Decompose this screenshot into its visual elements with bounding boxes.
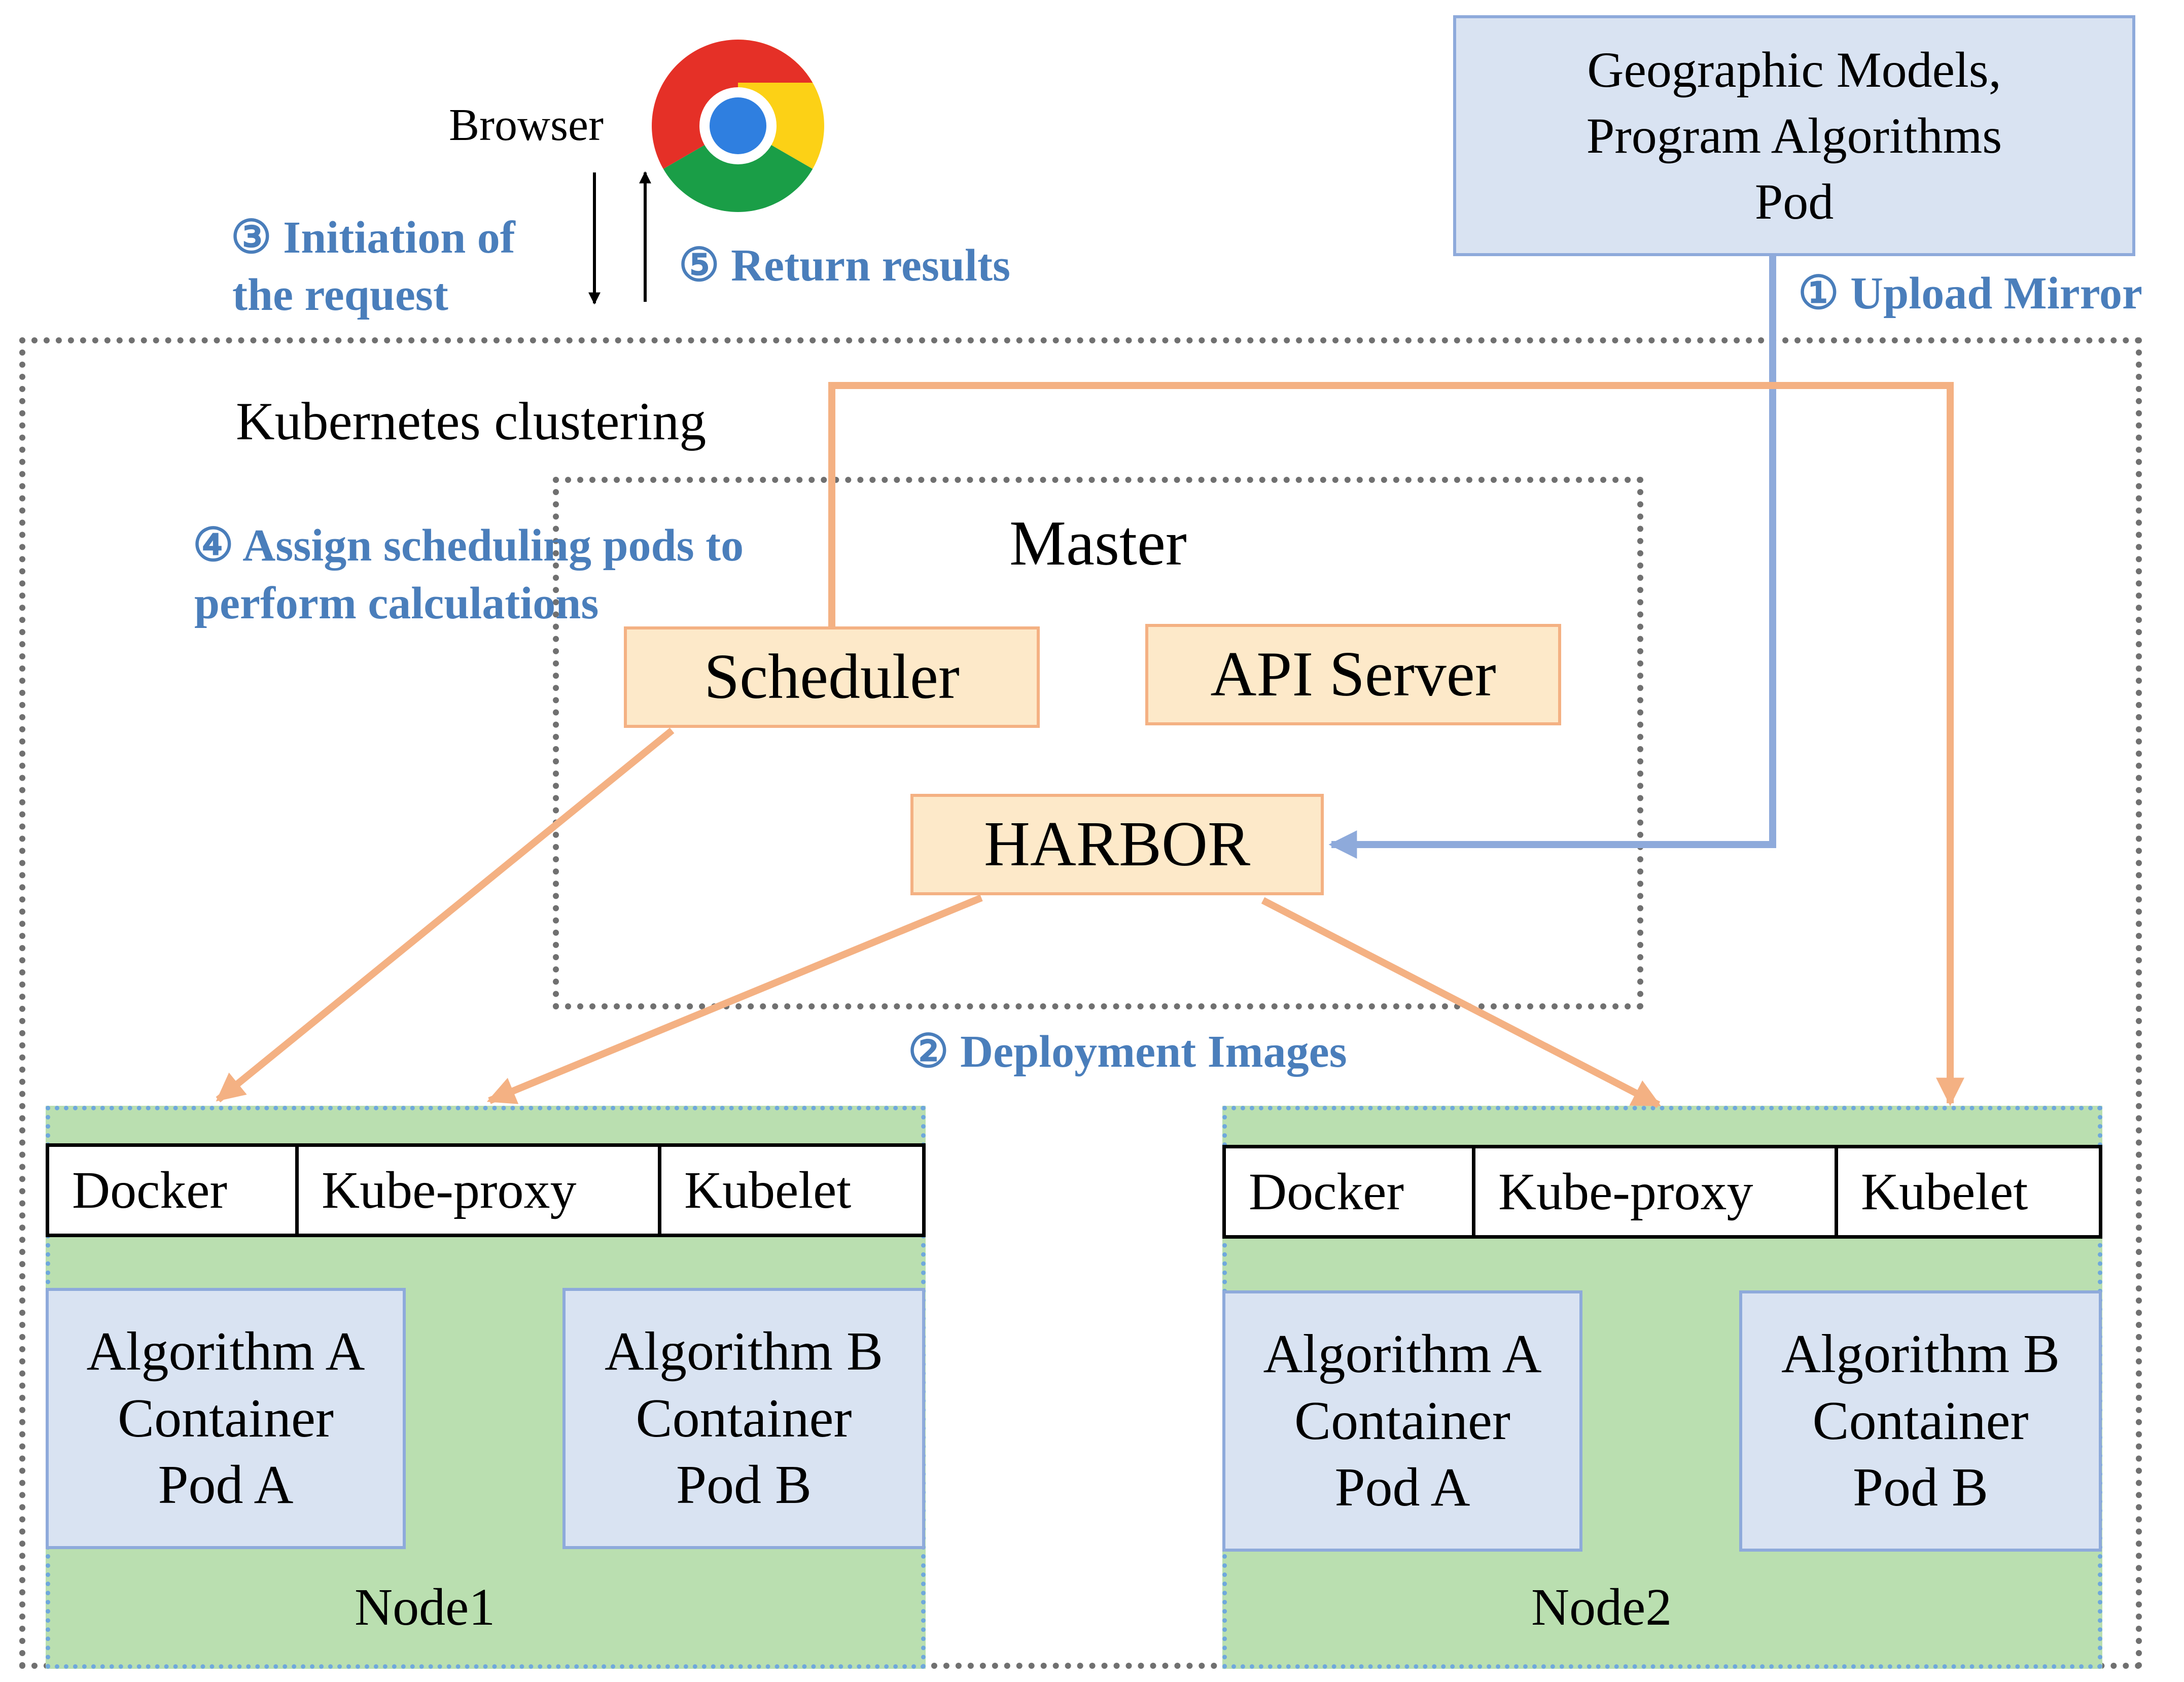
node2-kubelet: Kubelet [1835, 1148, 2099, 1235]
node1-pod-b-line-2: Container [636, 1388, 852, 1449]
step-upload-mirror: ① Upload Mirror [1798, 268, 2142, 319]
node2-pod-a-line-3: Pod A [1334, 1457, 1470, 1518]
scheduler-label: Scheduler [704, 642, 960, 712]
source-line-2: Program Algorithms [1586, 107, 2002, 164]
scheduler-to-node2-arrow [828, 382, 1964, 1106]
node1-pod-a-line-2: Container [118, 1388, 334, 1449]
chrome-browser-icon [652, 40, 824, 212]
node2: Docker Kube-proxy Kubelet Algorithm A Co… [1222, 1106, 2102, 1669]
step-assign-line-1: ④ Assign scheduling pods to [193, 520, 744, 571]
node1-kube-proxy: Kube-proxy [295, 1147, 658, 1234]
node1: Docker Kube-proxy Kubelet Algorithm A Co… [46, 1106, 926, 1669]
harbor-box: HARBOR [910, 794, 1324, 895]
node2-label: Node2 [1531, 1578, 1672, 1636]
master-label: Master [1009, 508, 1187, 579]
node1-pod-a-line-3: Pod A [158, 1455, 294, 1516]
node2-pod-b-line-3: Pod B [1852, 1457, 1989, 1518]
scheduler-box: Scheduler [624, 626, 1040, 728]
step-initiation-line-1: ③ Initiation of [231, 213, 515, 263]
harbor-to-node2-arrow [1261, 897, 1661, 1108]
browser-label: Browser [449, 100, 604, 150]
node1-pod-b-line-1: Algorithm B [604, 1321, 884, 1382]
node2-pod-a: Algorithm A Container Pod A [1222, 1290, 1582, 1552]
node2-pod-a-line-1: Algorithm A [1263, 1323, 1542, 1384]
node1-pod-a-line-1: Algorithm A [86, 1321, 365, 1382]
harbor-to-node1-arrow [486, 894, 983, 1104]
node1-pod-b: Algorithm B Container Pod B [562, 1288, 925, 1549]
node2-pod-b: Algorithm B Container Pod B [1739, 1290, 2102, 1552]
step-assign-line-2: perform calculations [194, 578, 599, 628]
api-server-label: API Server [1210, 639, 1496, 710]
source-line-3: Pod [1754, 173, 1834, 230]
scheduler-to-node1-arrow [216, 727, 675, 1103]
node1-docker: Docker [72, 1161, 228, 1219]
node1-kubelet: Kubelet [658, 1147, 922, 1234]
node1-services-bar: Docker Kube-proxy Kubelet [46, 1143, 926, 1237]
node1-pod-a: Algorithm A Container Pod A [46, 1288, 406, 1549]
step-deployment-images: ② Deployment Images [908, 1027, 1347, 1077]
harbor-label: HARBOR [983, 809, 1251, 880]
node2-docker: Docker [1249, 1163, 1404, 1221]
step-return-results: ⑤ Return results [679, 240, 1010, 291]
node2-pod-b-line-2: Container [1812, 1390, 2029, 1451]
api-server-box: API Server [1145, 624, 1561, 725]
upload-mirror-arrow [1328, 256, 1776, 859]
node2-services-bar: Docker Kube-proxy Kubelet [1222, 1145, 2102, 1239]
source-line-1: Geographic Models, [1587, 41, 2001, 98]
node2-kube-proxy: Kube-proxy [1472, 1148, 1835, 1235]
node1-label: Node1 [355, 1578, 496, 1636]
node1-pod-b-line-3: Pod B [676, 1455, 812, 1516]
geographic-models-pod-box: Geographic Models, Program Algorithms Po… [1453, 15, 2135, 256]
node2-pod-a-line-2: Container [1294, 1390, 1510, 1451]
node2-pod-b-line-1: Algorithm B [1781, 1323, 2060, 1384]
cluster-label: Kubernetes clustering [236, 392, 707, 451]
master-boundary [553, 477, 1643, 1009]
step-initiation-line-2: the request [232, 270, 448, 320]
